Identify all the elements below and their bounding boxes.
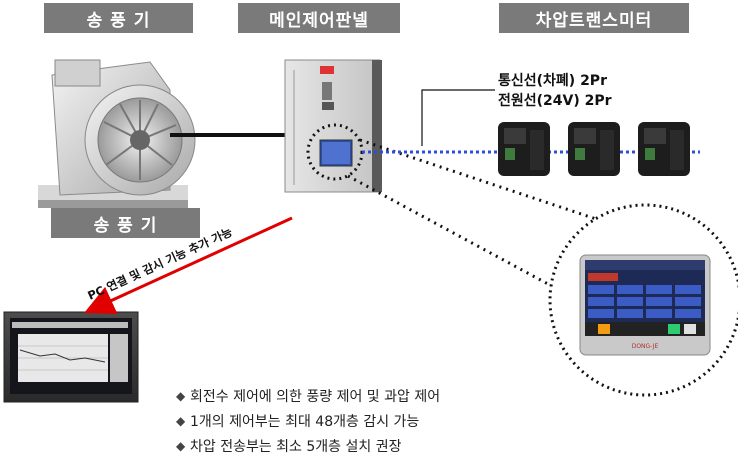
transmitter-3 — [638, 122, 690, 176]
bullet-diamond-icon: ◆ — [176, 414, 190, 428]
notes-list: ◆ 회전수 제어에 의한 풍량 제어 및 과압 제어 ◆ 1개의 제어부는 최대… — [176, 383, 440, 458]
pc-monitor-image — [4, 312, 138, 402]
transmitter-2 — [568, 122, 620, 176]
note-text: 차압 전송부는 최소 5개층 설치 권장 — [190, 436, 401, 456]
bullet-diamond-icon: ◆ — [176, 439, 190, 453]
cable-label-power: 전원선(24V) 2Pr — [498, 90, 612, 110]
cable-callout-line — [422, 90, 495, 146]
zoom-connector-lower — [348, 176, 585, 304]
hmi-brand-logo: DONG-JE — [632, 343, 659, 350]
main-control-panel-image — [285, 60, 382, 192]
cable-label-communication: 통신선(차폐) 2Pr — [498, 70, 607, 90]
note-item: ◆ 차압 전송부는 최소 5개층 설치 권장 — [176, 433, 440, 458]
note-text: 1개의 제어부는 최대 48개층 감시 가능 — [190, 411, 419, 431]
note-item: ◆ 1개의 제어부는 최대 48개층 감시 가능 — [176, 408, 440, 433]
blower-caption: 송 풍 기 — [51, 208, 200, 238]
transmitter-1 — [498, 122, 550, 176]
note-text: 회전수 제어에 의한 풍량 제어 및 과압 제어 — [190, 386, 440, 406]
hmi-touch-panel: DONG-JE — [580, 255, 710, 355]
bullet-diamond-icon: ◆ — [176, 389, 190, 403]
note-item: ◆ 회전수 제어에 의한 풍량 제어 및 과압 제어 — [176, 383, 440, 408]
